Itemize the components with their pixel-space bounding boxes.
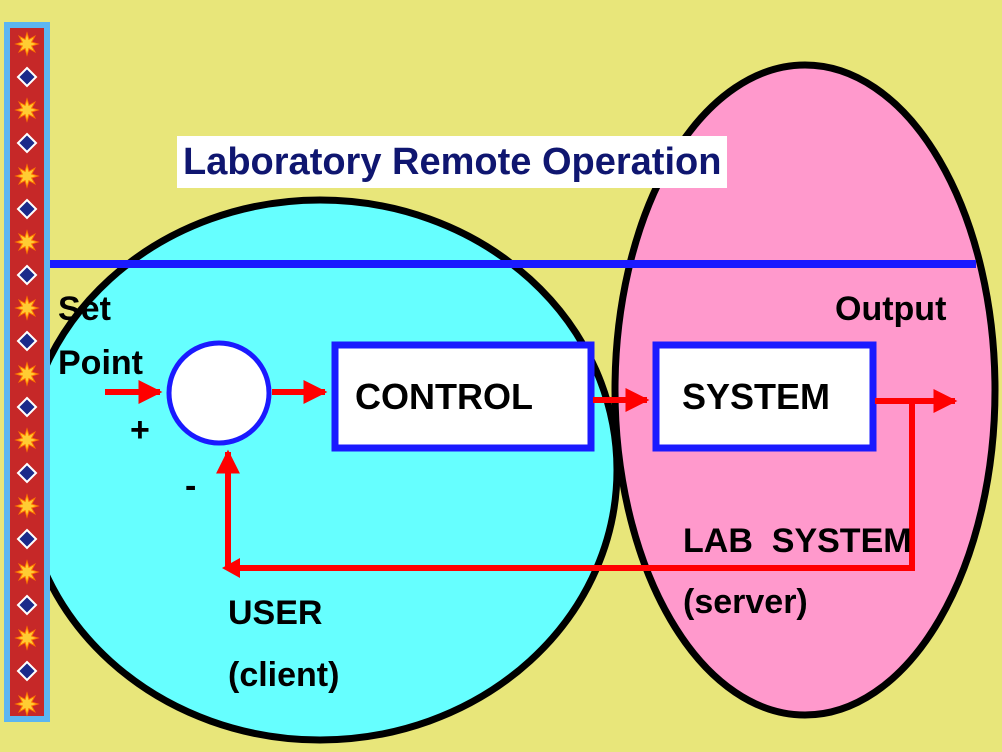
strip-diamond-icon xyxy=(16,198,38,220)
control-block xyxy=(331,341,595,452)
user-label: USER xyxy=(228,594,323,632)
strip-star-icon xyxy=(14,493,40,519)
server-label: (server) xyxy=(683,583,808,621)
lab-system-label: LAB SYSTEM xyxy=(683,522,912,560)
strip-diamond-icon xyxy=(16,264,38,286)
strip-star-icon xyxy=(14,295,40,321)
strip-diamond-icon xyxy=(16,528,38,550)
strip-star-icon xyxy=(14,691,40,717)
strip-diamond-icon xyxy=(16,594,38,616)
output-label: Output xyxy=(835,290,947,328)
diagram-title: Laboratory Remote Operation xyxy=(177,136,728,188)
strip-diamond-icon xyxy=(16,396,38,418)
feedback-corner-arrowhead xyxy=(222,558,240,578)
strip-diamond-icon xyxy=(16,330,38,352)
system-block xyxy=(652,341,877,452)
set-point-label-line1: Set xyxy=(58,290,111,328)
strip-diamond-icon xyxy=(16,132,38,154)
strip-star-icon xyxy=(14,229,40,255)
strip-diamond-icon xyxy=(16,660,38,682)
side-strip xyxy=(4,22,50,722)
client-label: (client) xyxy=(228,656,340,694)
star-diamond-pattern-icon xyxy=(14,31,40,717)
summing-junction xyxy=(166,340,272,446)
strip-star-icon xyxy=(14,559,40,585)
strip-diamond-icon xyxy=(16,462,38,484)
set-point-label-line2: Point xyxy=(58,344,143,382)
feedback-path xyxy=(228,401,915,571)
strip-star-icon xyxy=(14,427,40,453)
strip-star-icon xyxy=(14,361,40,387)
minus-sign: - xyxy=(185,467,197,505)
control-label: CONTROL xyxy=(355,376,533,417)
strip-diamond-icon xyxy=(16,66,38,88)
system-label: SYSTEM xyxy=(682,376,831,417)
strip-star-icon xyxy=(14,163,40,189)
plus-sign: + xyxy=(130,411,150,449)
strip-star-icon xyxy=(14,31,40,57)
strip-star-icon xyxy=(14,625,40,651)
strip-star-icon xyxy=(14,97,40,123)
